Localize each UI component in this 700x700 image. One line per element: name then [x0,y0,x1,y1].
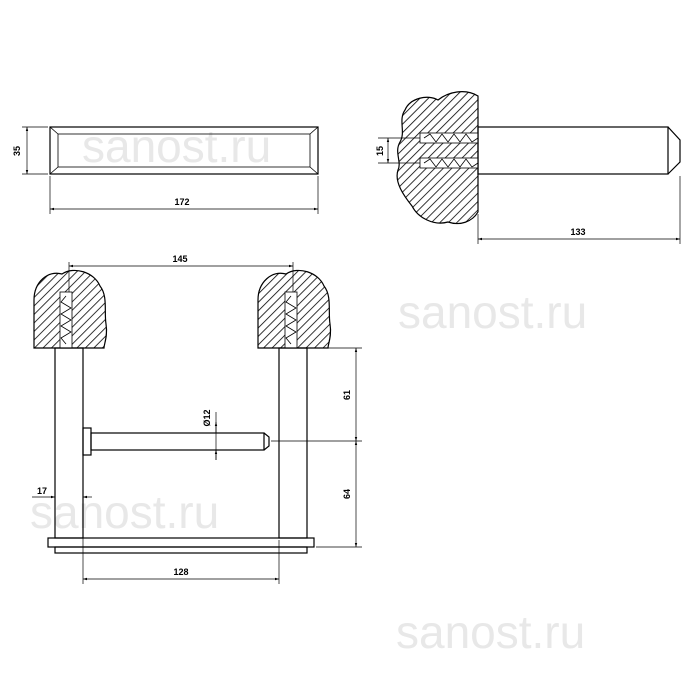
dim-front-upper: 61 [342,390,352,400]
front-view-anchor-left [59,291,73,349]
dim-front-base: 128 [173,567,188,577]
side-view-bar [477,126,669,175]
watermark-4: sanost.ru [396,606,585,658]
front-view-base-foot [54,546,308,554]
dim-front-width: 145 [172,254,187,264]
dim-front-offset: 17 [37,486,47,496]
top-view-inner-plate [57,133,311,168]
side-view-anchor-lower [419,157,479,169]
dim-side-depth: 133 [570,227,585,237]
watermark-3: sanost.ru [30,486,219,538]
front-view-post-right [278,347,308,539]
dim-top-length: 172 [174,197,189,207]
front-view-anchor-right [284,291,298,349]
dim-side-spacing: 15 [375,146,385,156]
side-view-wall [396,91,479,225]
front-view-roll-rod [90,432,265,451]
side-view: 15 133 [375,91,681,244]
watermark-1: sanost.ru [82,120,271,172]
watermarks: sanost.ru sanost.ru sanost.ru sanost.ru [30,120,587,658]
front-view-base-plate [47,537,315,548]
front-view: 145 61 64 Ø12 17 128 [32,254,362,584]
top-view: 35 172 [12,126,319,214]
dim-front-diameter: Ø12 [202,409,212,426]
watermark-2: sanost.ru [398,286,587,338]
dim-front-lower: 64 [342,489,352,499]
top-view-outer-plate [49,126,319,175]
front-view-rod-collar [82,427,92,456]
dim-top-height: 35 [12,146,22,156]
side-view-anchor-upper [419,132,479,144]
